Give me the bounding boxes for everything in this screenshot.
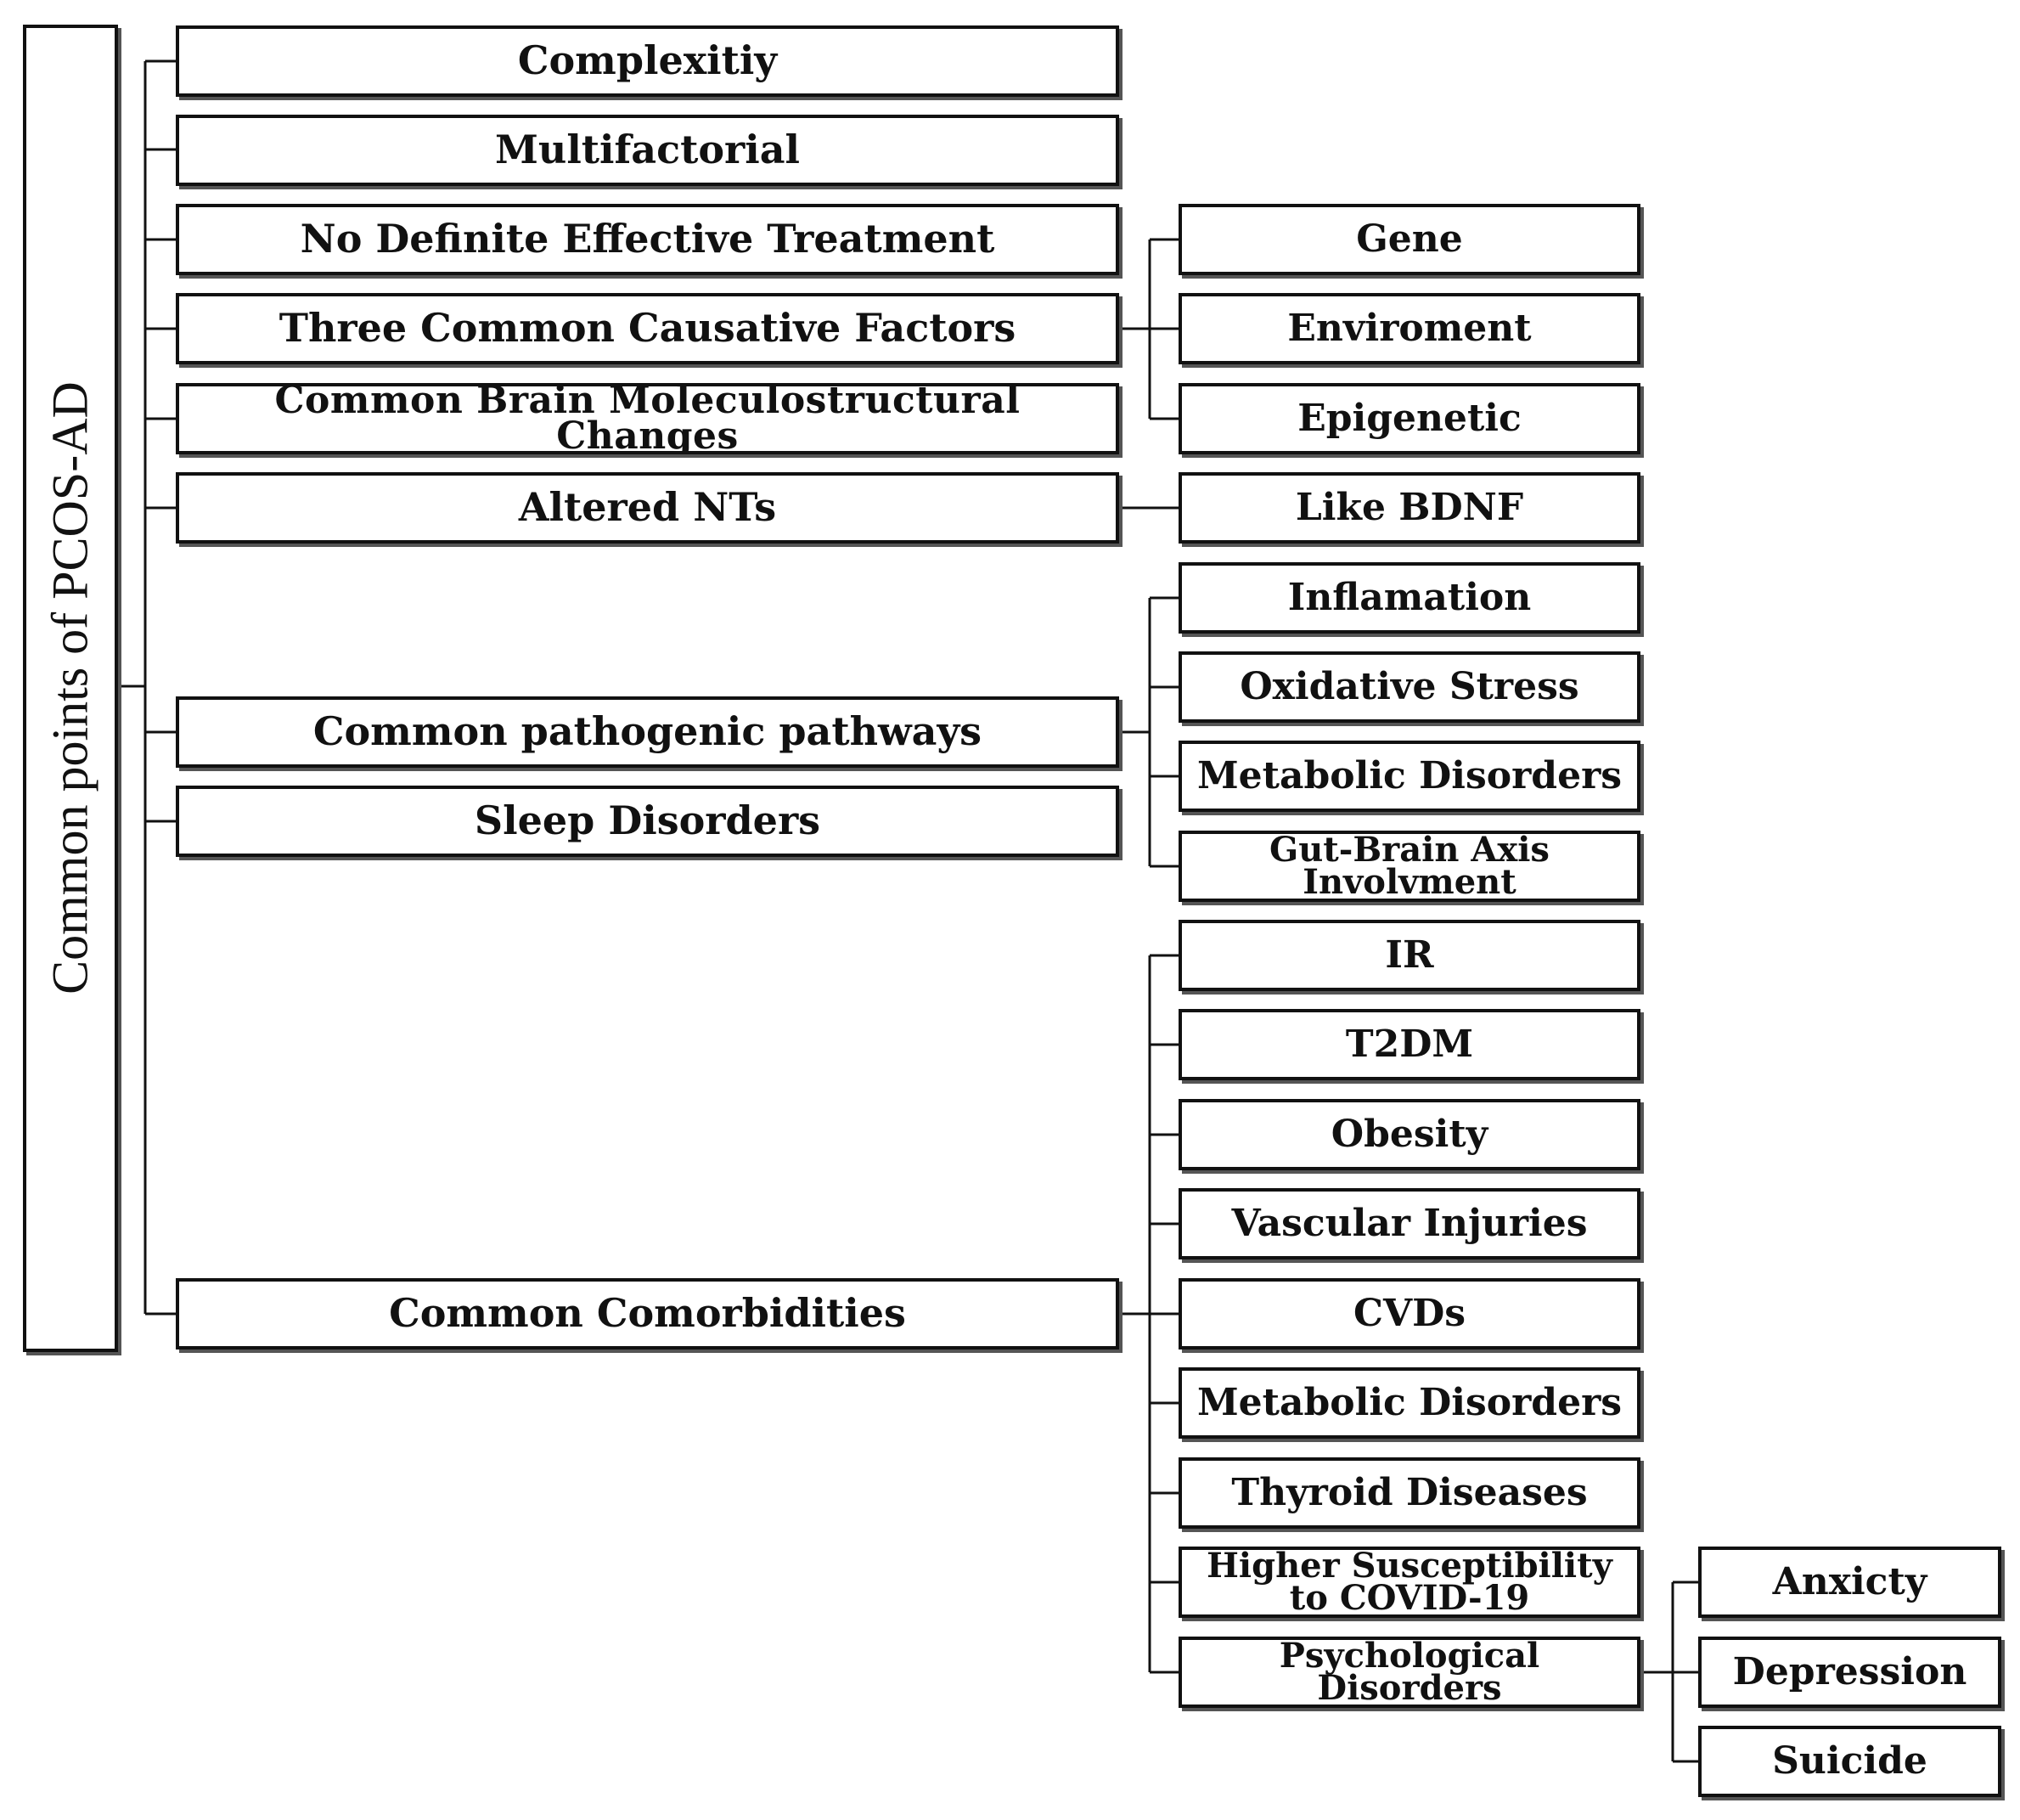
node-thyroid-diseases: Thyroid Diseases xyxy=(1179,1457,1640,1529)
node-label: Anxicty xyxy=(1772,1560,1927,1604)
node-altered-nts: Altered NTs xyxy=(176,472,1119,544)
node-psychological-disorders: Psychological Disorders xyxy=(1179,1637,1640,1708)
node-epigenetic: Epigenetic xyxy=(1179,383,1640,454)
node-label: Vascular Injuries xyxy=(1231,1202,1588,1246)
root-label: Common points of PCOS-AD xyxy=(42,381,98,995)
node-t2dm: T2DM xyxy=(1179,1009,1640,1080)
node-vascular-injuries: Vascular Injuries xyxy=(1179,1188,1640,1259)
node-no-definite-treatment: No Definite Effective Treatment xyxy=(176,204,1119,275)
node-label: Obesity xyxy=(1331,1113,1488,1157)
node-label: Altered NTs xyxy=(518,484,777,531)
node-label: Inflamation xyxy=(1287,576,1532,620)
node-environment: Enviroment xyxy=(1179,293,1640,364)
node-covid-susceptibility: Higher Susceptibility to COVID-19 xyxy=(1179,1547,1640,1618)
node-obesity: Obesity xyxy=(1179,1099,1640,1170)
node-label: Thyroid Diseases xyxy=(1231,1471,1588,1515)
node-label: Higher Susceptibility to COVID-19 xyxy=(1207,1547,1612,1618)
node-label: Metabolic Disorders xyxy=(1196,754,1623,798)
node-depression: Depression xyxy=(1698,1637,2001,1708)
node-label: Common Comorbidities xyxy=(389,1290,906,1337)
node-gene: Gene xyxy=(1179,204,1640,275)
node-inflammation: Inflamation xyxy=(1179,562,1640,634)
node-sleep-disorders: Sleep Disorders xyxy=(176,786,1119,857)
node-label: Psychological Disorders xyxy=(1279,1637,1540,1708)
node-gut-brain-axis: Gut-Brain Axis Involvment xyxy=(1179,831,1640,902)
node-label: IR xyxy=(1385,933,1434,978)
node-label: Common pathogenic pathways xyxy=(312,708,982,755)
node-label: Like BDNF xyxy=(1295,486,1524,530)
node-comorbidities: Common Comorbidities xyxy=(176,1278,1119,1350)
node-label: Multifactorial xyxy=(494,127,801,173)
node-multifactorial: Multifactorial xyxy=(176,115,1119,186)
node-label: Common Brain Moleculostructural Changes xyxy=(274,383,1021,454)
node-complexity: Complexitiy xyxy=(176,25,1119,97)
node-brain-changes: Common Brain Moleculostructural Changes xyxy=(176,383,1119,454)
root-node xyxy=(23,25,118,1352)
node-suicide: Suicide xyxy=(1698,1726,2001,1797)
node-cvds: CVDs xyxy=(1179,1278,1640,1350)
node-label: Complexitiy xyxy=(517,37,778,84)
node-label: Depression xyxy=(1732,1650,1967,1694)
node-metabolic-disorders-pathway: Metabolic Disorders xyxy=(1179,741,1640,812)
node-label: Sleep Disorders xyxy=(474,797,821,844)
node-label: Metabolic Disorders xyxy=(1196,1381,1623,1425)
node-label: T2DM xyxy=(1345,1023,1474,1067)
node-label: Enviroment xyxy=(1287,307,1532,351)
node-label: Three Common Causative Factors xyxy=(279,305,1016,352)
node-label: Oxidative Stress xyxy=(1240,665,1579,709)
node-ir: IR xyxy=(1179,920,1640,991)
node-label: Suicide xyxy=(1772,1739,1927,1783)
node-label: CVDs xyxy=(1353,1292,1466,1336)
node-pathogenic-pathways: Common pathogenic pathways xyxy=(176,696,1119,768)
node-label: Epigenetic xyxy=(1297,397,1522,441)
node-label: No Definite Effective Treatment xyxy=(300,216,995,262)
node-oxidative-stress: Oxidative Stress xyxy=(1179,651,1640,723)
node-three-causative-factors: Three Common Causative Factors xyxy=(176,293,1119,364)
node-anxiety: Anxicty xyxy=(1698,1547,2001,1618)
node-like-bdnf: Like BDNF xyxy=(1179,472,1640,544)
node-metabolic-disorders-comorbidity: Metabolic Disorders xyxy=(1179,1367,1640,1439)
node-label: Gut-Brain Axis Involvment xyxy=(1269,831,1550,902)
node-label: Gene xyxy=(1356,217,1463,262)
